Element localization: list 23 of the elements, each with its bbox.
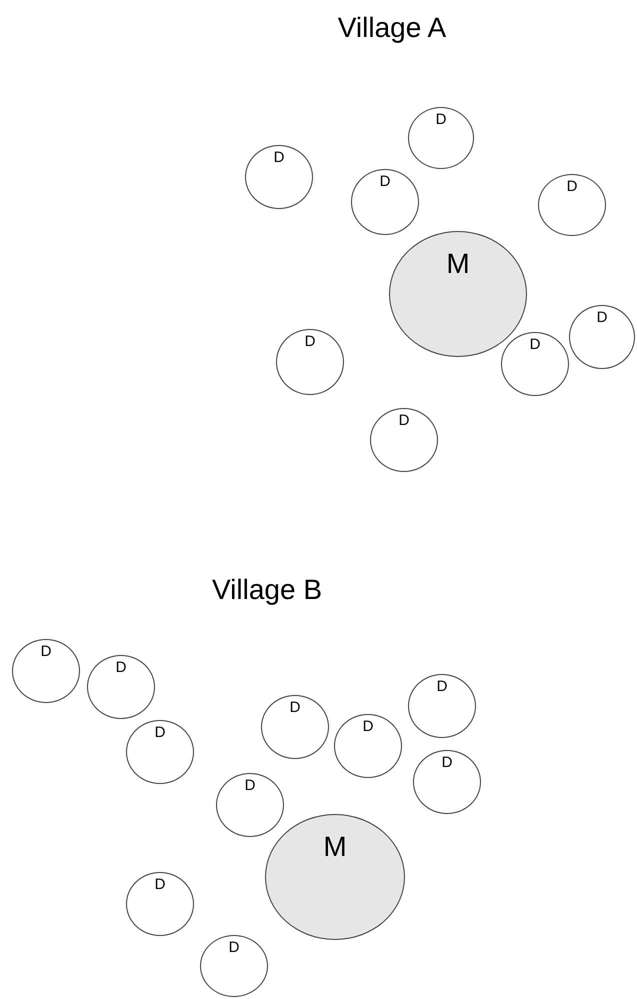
small-circle (501, 332, 569, 396)
circle-letter: M (446, 250, 470, 278)
circle-letter: D (566, 179, 578, 194)
circle-letter: D (290, 700, 300, 715)
circle-letter: D (442, 755, 452, 770)
circle-letter: D (40, 644, 52, 659)
circle-letter: D (398, 413, 410, 428)
circle-letter: D (304, 334, 316, 349)
circle-letter: D (228, 940, 240, 955)
circle-letter: D (380, 174, 390, 189)
circle-letter: D (154, 877, 166, 892)
circle-letter: D (436, 112, 446, 127)
circle-letter: D (596, 310, 608, 325)
circle-letter: D (362, 719, 374, 734)
circle-letter: D (530, 337, 540, 352)
village-heading: Village B (212, 576, 322, 604)
circle-letter: D (274, 150, 284, 165)
circle-letter: D (154, 725, 166, 740)
village-heading: Village A (338, 14, 446, 42)
circle-letter: M (323, 833, 347, 861)
circle-letter: D (244, 778, 256, 793)
circle-letter: D (116, 660, 126, 675)
circle-letter: D (436, 679, 448, 694)
